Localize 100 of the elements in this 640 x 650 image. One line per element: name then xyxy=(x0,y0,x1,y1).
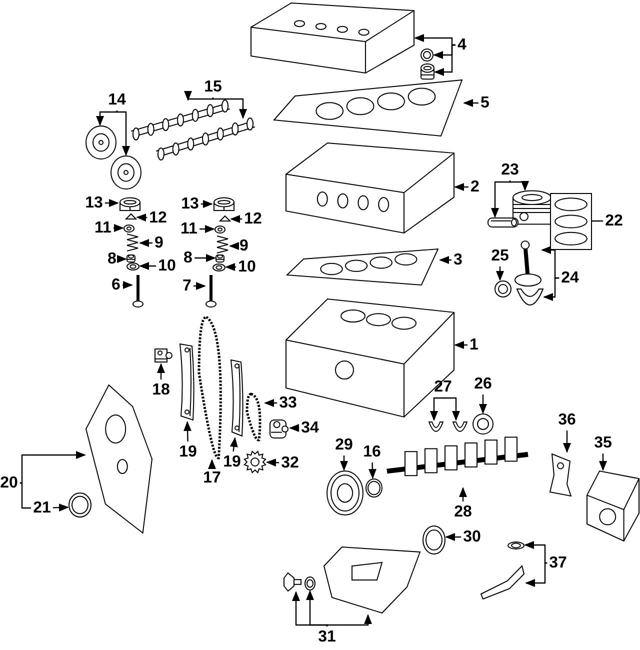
callout-number: 16 xyxy=(363,444,381,460)
leader-line xyxy=(194,282,206,290)
leader-line xyxy=(116,110,130,156)
leader-line xyxy=(194,254,216,262)
leader-line xyxy=(592,220,604,222)
leader-line xyxy=(114,224,124,232)
pickup-tube-drawing xyxy=(479,562,526,600)
tensioner-drawing xyxy=(268,418,290,440)
callout-number: 12 xyxy=(244,210,262,228)
piston-rings-drawing xyxy=(550,193,592,250)
callout-number: 3 xyxy=(454,252,462,268)
callout-number: 19 xyxy=(179,444,197,460)
timing-cover-drawing xyxy=(85,384,153,534)
lifter-drawing xyxy=(118,197,142,212)
gasket-drawing xyxy=(272,78,464,138)
o-ring-drawing xyxy=(420,48,434,62)
callout-number: 34 xyxy=(301,420,319,436)
callout-number: 26 xyxy=(474,376,492,392)
oil-seal-drawing xyxy=(365,478,383,498)
cam-gear-drawing xyxy=(85,125,117,160)
callout-number: 13 xyxy=(85,194,103,212)
keeper-drawing xyxy=(125,213,137,220)
bolt-drawing xyxy=(282,572,302,592)
leader-line xyxy=(563,430,571,453)
callout-number: 10 xyxy=(238,258,256,276)
leader-line xyxy=(368,462,376,479)
oil-pan-drawing xyxy=(322,545,422,615)
valve-seal-drawing xyxy=(215,254,225,263)
leader-line xyxy=(326,614,372,626)
spring-seat-drawing xyxy=(126,262,140,271)
callout-number: 23 xyxy=(501,162,519,178)
thrust-washer-drawing xyxy=(452,420,468,433)
valve-cover-drawing xyxy=(250,2,415,74)
valve-drawing xyxy=(132,274,144,308)
pulley-drawing xyxy=(326,470,364,516)
retainer-drawing xyxy=(123,224,135,233)
callout-number: 24 xyxy=(561,270,579,286)
camshaft-drawing xyxy=(153,118,258,160)
callout-number: 10 xyxy=(158,258,176,274)
leader-line xyxy=(104,199,119,207)
callout-number: 9 xyxy=(154,234,164,252)
bearing-drawing xyxy=(494,280,512,298)
camshaft-drawing xyxy=(128,100,233,140)
callout-number: 2 xyxy=(470,178,480,196)
connecting-rod-drawing xyxy=(514,240,542,287)
oil-seal-drawing xyxy=(422,525,446,555)
sensor-drawing xyxy=(153,347,173,364)
callout-number: 11 xyxy=(180,220,198,238)
callout-number: 19 xyxy=(223,454,241,470)
callout-number: 18 xyxy=(152,382,170,398)
valve-seal-drawing xyxy=(126,254,136,263)
o-ring-drawing xyxy=(304,576,316,591)
leader-line xyxy=(599,454,607,471)
leader-line xyxy=(430,396,444,421)
leader-line xyxy=(454,183,468,191)
chain-guide-drawing xyxy=(178,342,196,422)
leader-line xyxy=(264,399,278,407)
callout-number: 14 xyxy=(108,92,126,108)
sprocket-drawing xyxy=(243,450,267,474)
bracket-drawing xyxy=(548,452,573,498)
piston-pin-drawing xyxy=(487,217,519,228)
leader-line xyxy=(479,394,487,414)
cylinder-head-drawing xyxy=(285,142,455,234)
spring-drawing xyxy=(215,235,230,254)
leader-line xyxy=(414,34,456,46)
callout-number: 25 xyxy=(491,248,509,264)
callout-number: 13 xyxy=(181,196,199,212)
retainer-drawing xyxy=(214,225,226,234)
callout-number: 31 xyxy=(318,628,336,646)
callout-number: 6 xyxy=(112,276,120,294)
callout-number: 4 xyxy=(458,36,466,54)
gasket-drawing xyxy=(285,247,440,287)
callout-number: 17 xyxy=(203,470,221,486)
callout-number: 30 xyxy=(463,528,481,546)
callout-number: 1 xyxy=(470,336,478,354)
callout-number: 27 xyxy=(434,378,452,396)
spring-drawing xyxy=(125,233,140,252)
leader-line xyxy=(96,110,118,126)
bearing-drawing xyxy=(472,413,494,435)
leader-line xyxy=(289,424,300,432)
leader-line xyxy=(200,225,215,233)
oil-pump-drawing xyxy=(586,470,640,542)
leader-line xyxy=(225,263,236,271)
callout-number: 32 xyxy=(281,454,299,472)
leader-line xyxy=(139,239,152,247)
leader-line xyxy=(543,277,560,301)
callout-number: 12 xyxy=(149,210,167,226)
leader-line xyxy=(212,98,247,119)
leader-line xyxy=(230,437,238,452)
leader-line xyxy=(463,99,478,107)
leader-line xyxy=(509,180,529,191)
callout-number: 28 xyxy=(454,504,472,520)
leader-line xyxy=(524,541,548,564)
leader-line xyxy=(340,456,348,471)
leader-line xyxy=(229,242,239,250)
oil-seal-drawing xyxy=(68,492,92,518)
thrust-washer-drawing xyxy=(428,420,444,433)
leader-line xyxy=(525,562,548,587)
callout-number: 22 xyxy=(605,212,623,230)
leader-line xyxy=(208,459,216,469)
